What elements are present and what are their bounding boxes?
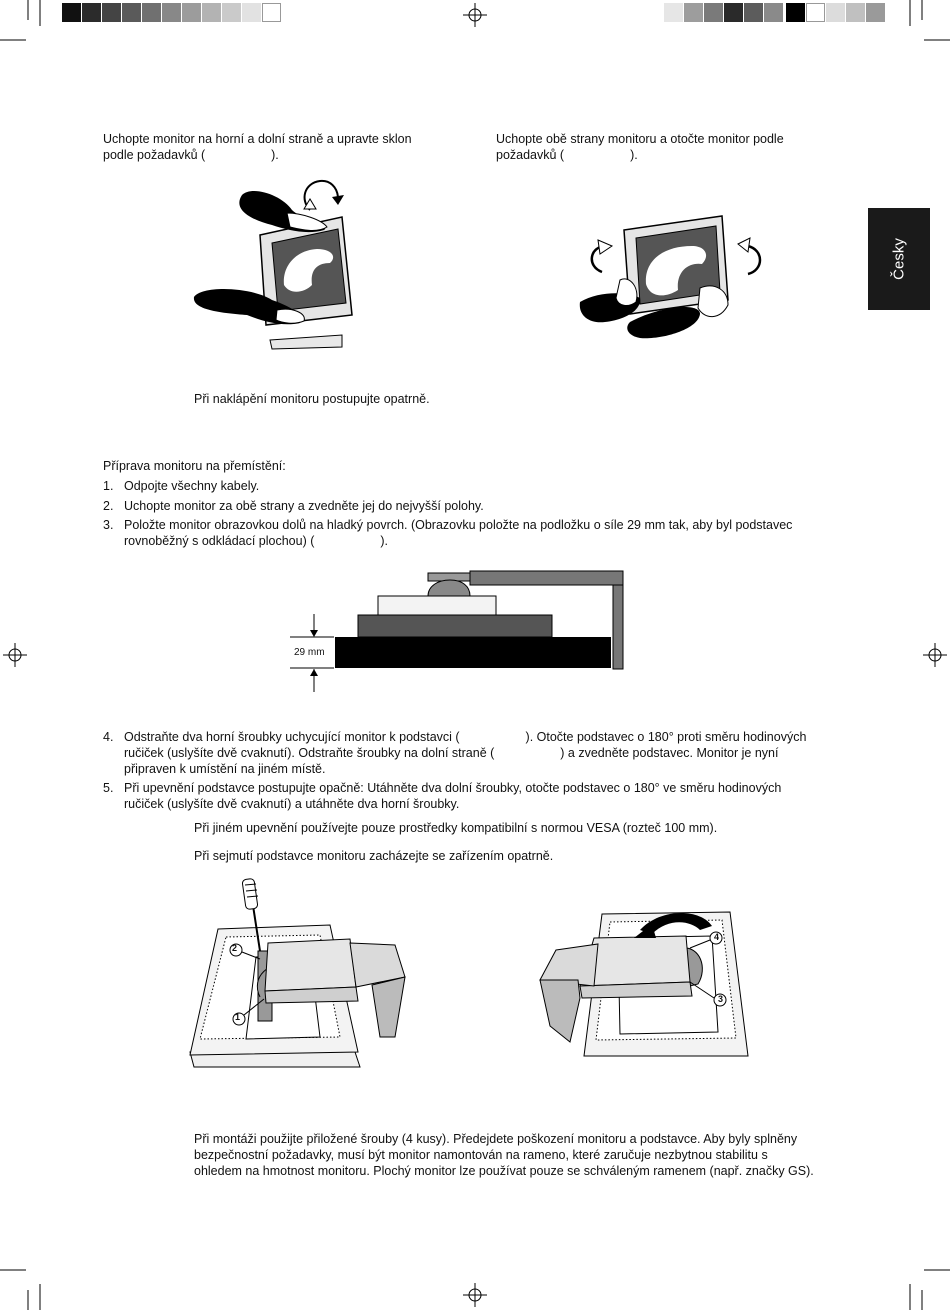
swatch bbox=[162, 3, 181, 22]
step-number: 4. bbox=[103, 730, 114, 744]
swivel-illustration bbox=[579, 215, 762, 339]
swatch bbox=[846, 3, 865, 22]
swatch bbox=[242, 3, 261, 22]
language-tab: Česky bbox=[868, 208, 930, 310]
tilt-illustration bbox=[193, 179, 353, 350]
swatch bbox=[826, 3, 845, 22]
swatch bbox=[724, 3, 743, 22]
step-text: ručiček (uslyšíte dvě cvaknutí). Odstraň… bbox=[124, 746, 779, 760]
note-arm-line: bezpečnostní požadavky, musí být monitor… bbox=[194, 1148, 768, 1162]
swatch bbox=[82, 3, 101, 22]
note-vesa: Při jiném upevnění používejte pouze pros… bbox=[194, 821, 718, 835]
swatch bbox=[142, 3, 161, 22]
swatch bbox=[122, 3, 141, 22]
swatch bbox=[786, 3, 805, 22]
step-number: 2. bbox=[103, 499, 114, 513]
step-text: připraven k umístění na jiném místě. bbox=[124, 762, 326, 776]
swatch bbox=[866, 3, 885, 22]
language-tab-label: Česky bbox=[890, 238, 908, 280]
swivel-instruction: Uchopte obě strany monitoru a otočte mon… bbox=[496, 131, 784, 163]
swatch bbox=[684, 3, 703, 22]
swatch bbox=[262, 3, 281, 22]
tilt-line-2: podle požadavků ( ). bbox=[103, 148, 279, 162]
swatch bbox=[744, 3, 763, 22]
step-text: Odstraňte dva horní šroubky uchycující m… bbox=[124, 730, 807, 744]
swatch bbox=[664, 3, 683, 22]
step-text: Při upevnění podstavce postupujte opačně… bbox=[124, 781, 782, 795]
step-text: rovnoběžný s odkládací plochou) ( ). bbox=[124, 534, 389, 548]
step-number: 3. bbox=[103, 518, 114, 532]
callout-3: 3 bbox=[718, 994, 724, 1004]
swatch bbox=[102, 3, 121, 22]
swivel-line-1: Uchopte obě strany monitoru a otočte mon… bbox=[496, 132, 784, 146]
note-arm-line: ohledem na hmotnost monitoru. Plochý mon… bbox=[194, 1164, 814, 1178]
swatch bbox=[182, 3, 201, 22]
tilt-caution: Při naklápění monitoru postupujte opatrn… bbox=[194, 392, 430, 406]
note-arm: Při montáži použijte přiložené šrouby (4… bbox=[194, 1131, 814, 1179]
step-text: Uchopte monitor za obě strany a zvedněte… bbox=[124, 499, 484, 513]
swivel-line-2: požadavků ( ). bbox=[496, 148, 638, 162]
swatch bbox=[764, 3, 783, 22]
stand-rotation-illustration bbox=[539, 911, 749, 1057]
step-text: Odpojte všechny kabely. bbox=[124, 479, 260, 493]
registration-mark bbox=[3, 3, 947, 1307]
step-number: 5. bbox=[103, 781, 114, 795]
note-stand: Při sejmutí podstavce monitoru zacházejt… bbox=[194, 849, 554, 863]
callout-1: 1 bbox=[235, 1012, 241, 1022]
tilt-line-1: Uchopte monitor na horní a dolní straně … bbox=[103, 132, 412, 146]
placement-diagram bbox=[290, 570, 624, 692]
swatch bbox=[62, 3, 81, 22]
tilt-instruction: Uchopte monitor na horní a dolní straně … bbox=[103, 131, 412, 163]
callout-4: 4 bbox=[714, 932, 720, 942]
swatch bbox=[704, 3, 723, 22]
step-text: Položte monitor obrazovkou dolů na hladk… bbox=[124, 518, 793, 532]
step-number: 1. bbox=[103, 479, 114, 493]
swatch bbox=[202, 3, 221, 22]
callout-2: 2 bbox=[232, 943, 238, 953]
swatch bbox=[806, 3, 825, 22]
dimension-label: 29 mm bbox=[294, 647, 325, 658]
step-text: ručiček (uslyšíte dvě cvaknutí) a utáhně… bbox=[124, 797, 460, 811]
prepare-title: Příprava monitoru na přemístění: bbox=[103, 459, 286, 473]
stand-removal-illustration bbox=[189, 878, 406, 1068]
swatch bbox=[222, 3, 241, 22]
note-arm-line: Při montáži použijte přiložené šrouby (4… bbox=[194, 1132, 798, 1146]
